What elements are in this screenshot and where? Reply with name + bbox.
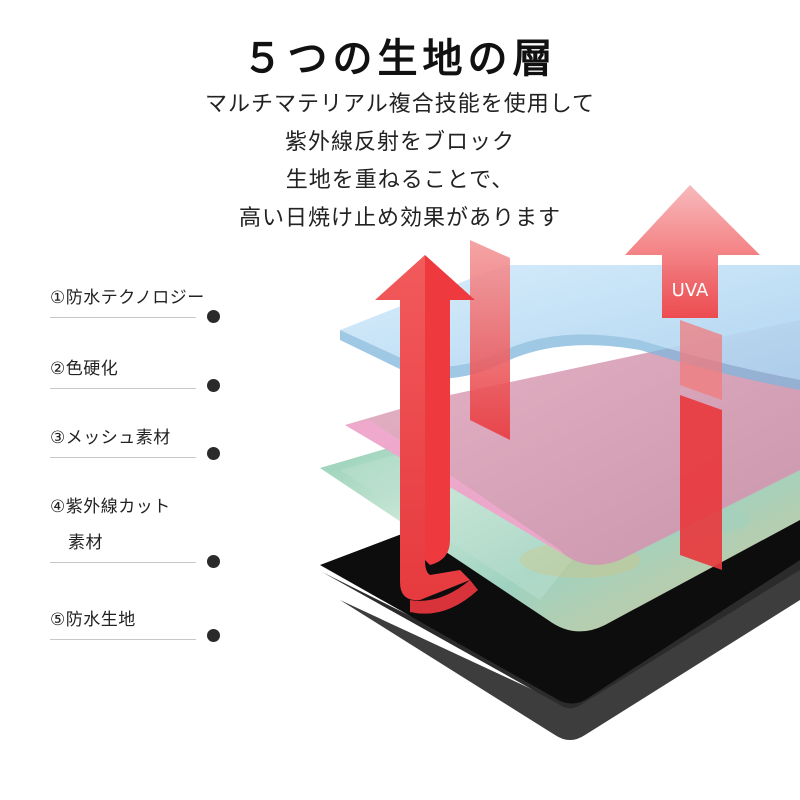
uv-reflect-strips (470, 240, 722, 570)
layer-pointer-dot (207, 379, 220, 392)
layer-label-text: ②色硬化 (50, 359, 119, 379)
description-line: 紫外線反射をブロック (284, 130, 515, 155)
label-underline (50, 562, 196, 563)
layer-label-5: ⑤防水生地 (50, 605, 220, 640)
layer-pointer-dot (207, 555, 220, 568)
layer-label-text: ④紫外線カット (50, 497, 171, 517)
layer-pointer-dot (207, 629, 220, 642)
label-underline (50, 457, 196, 458)
page-title: ５つの生地の層 (242, 36, 558, 82)
layer-pointer-dot (207, 310, 220, 323)
layer-pointer-dot (207, 447, 220, 460)
label-underline (50, 639, 196, 640)
label-underline (50, 388, 196, 389)
layer-label-1: ①防水テクノロジー (50, 283, 220, 318)
description: マルチマテリアル複合技能を使用して 紫外線反射をブロック 生地を重ねることで、 … (150, 86, 650, 238)
uva-label: UVA (672, 280, 709, 301)
label-underline (50, 317, 196, 318)
layer-label-text: 素材 (68, 533, 103, 553)
layer-label-text: ③メッシュ素材 (50, 428, 171, 448)
description-line: マルチマテリアル複合技能を使用して (204, 92, 596, 117)
layer-label-3: ③メッシュ素材 (50, 423, 220, 458)
layer-label-text: ①防水テクノロジー (50, 288, 205, 308)
uv-reflect-arrow (375, 255, 478, 614)
layer-label-2: ②色硬化 (50, 354, 220, 389)
layer-label-text: ⑤防水生地 (50, 610, 136, 630)
description-line: 高い日焼け止め効果があります (238, 206, 561, 231)
description-line: 生地を重ねることで、 (285, 168, 515, 193)
uva-arrow (625, 185, 760, 318)
layer-label-4: ④紫外線カット 素材 (50, 492, 220, 563)
